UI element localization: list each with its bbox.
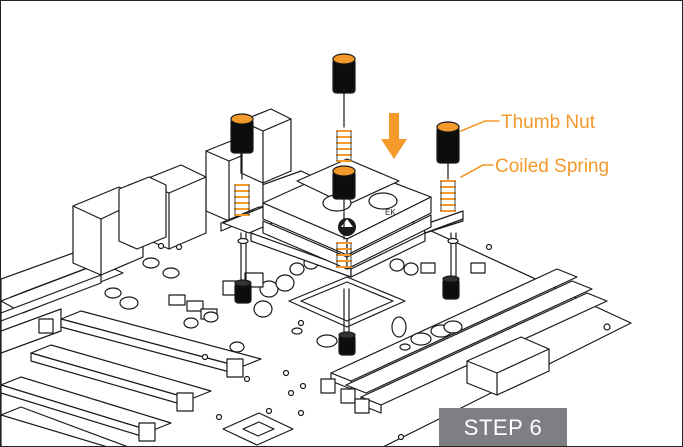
coiled-spring-label: Coiled Spring: [495, 156, 610, 177]
down-arrow-icon: [381, 113, 407, 159]
left-memory-slots: [1, 310, 262, 446]
svg-text:EK: EK: [385, 208, 396, 217]
step-badge: STEP 6: [439, 408, 567, 446]
callout-leaders: [460, 120, 500, 178]
coiled-springs: [234, 130, 456, 268]
chipset: [222, 336, 550, 446]
water-block: EK: [262, 158, 432, 270]
board-components: [104, 250, 486, 353]
back-nuts: [234, 275, 460, 356]
board-holes: [157, 242, 611, 441]
thumb-nuts: [230, 53, 460, 240]
standoffs: [237, 232, 459, 338]
thumb-nut-label: Thumb Nut: [501, 112, 595, 133]
left-heatsink: [1, 255, 124, 354]
block-logo: [338, 218, 356, 236]
